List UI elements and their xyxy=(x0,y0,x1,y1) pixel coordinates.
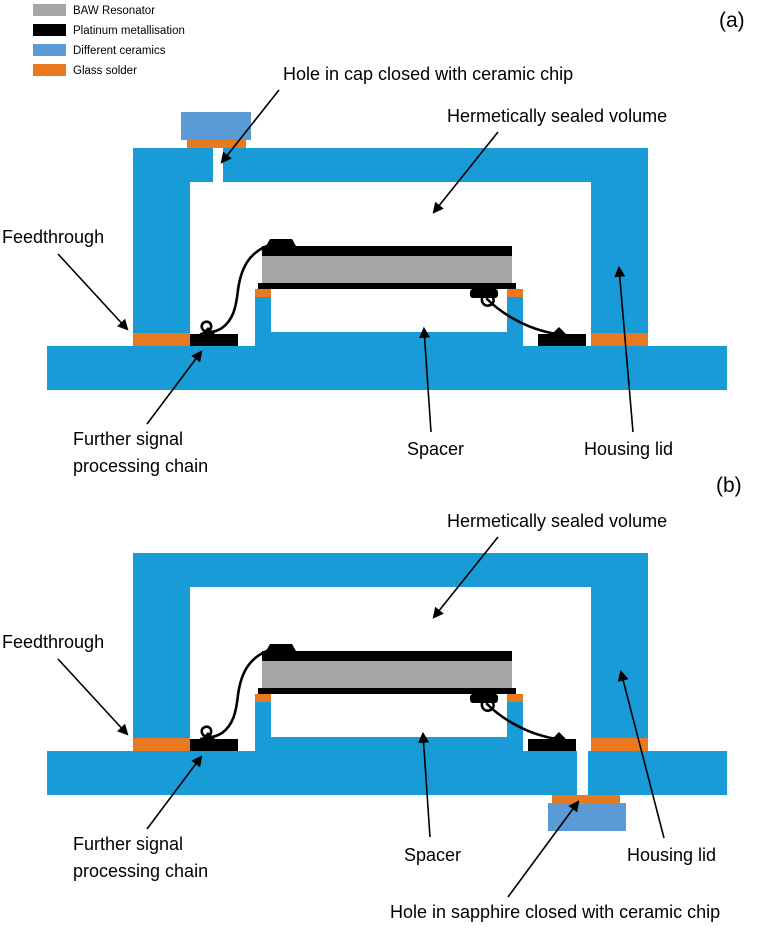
label-signal-chain-b: Further signal processing chain xyxy=(73,834,208,881)
ceramic-chip-a xyxy=(181,112,251,140)
spacer-solder-right-b xyxy=(507,694,523,702)
resonator-top-metal-b xyxy=(262,651,512,661)
panel-a-tag: (a) xyxy=(719,9,745,32)
panel-a: Hole in cap closed with ceramic chip Her… xyxy=(2,64,727,476)
label-signal-chain-line2-a: processing chain xyxy=(73,456,208,476)
legend-label-baw-resonator: BAW Resonator xyxy=(73,5,155,17)
wire-foot-right-a xyxy=(552,327,566,334)
resonator-top-metal-a xyxy=(262,246,512,256)
chip-solder-a xyxy=(187,140,246,148)
contact-pad-right-b xyxy=(528,739,576,751)
resonator-bottom-metal-b xyxy=(258,688,516,694)
arrow-housing-lid-a xyxy=(614,265,634,433)
label-sealed-volume-b: Hermetically sealed volume xyxy=(447,511,667,531)
legend-label-glass-solder: Glass solder xyxy=(73,65,137,77)
wire-foot-left-b xyxy=(201,732,215,739)
label-spacer-b: Spacer xyxy=(404,845,461,865)
contact-pad-left-a xyxy=(190,334,238,346)
label-feedthrough-a: Feedthrough xyxy=(2,227,104,247)
housing-lid-top-b xyxy=(133,553,648,587)
spacer-cavity-b xyxy=(271,702,507,737)
label-hole-in-sapphire-b: Hole in sapphire closed with ceramic chi… xyxy=(390,902,720,922)
panel-b-tag: (b) xyxy=(716,474,742,497)
spacer-cavity-a xyxy=(271,297,507,332)
housing-lid-right-wall-a xyxy=(591,182,648,333)
label-signal-chain-line1-b: Further signal xyxy=(73,834,183,854)
panel-b: Hermetically sealed volume Feedthrough F… xyxy=(2,511,727,922)
arrow-sealed-volume-b xyxy=(432,536,499,619)
legend: BAW Resonator Platinum metallisation Dif… xyxy=(33,4,185,77)
spacer-solder-right-a xyxy=(507,289,523,297)
housing-lid-left-wall-b xyxy=(133,587,190,738)
baw-resonator-a xyxy=(262,256,512,283)
contact-pad-right-a xyxy=(538,334,586,346)
arrow-spacer-a xyxy=(419,326,432,433)
cap-hole-a xyxy=(213,148,223,182)
arrow-feedthrough-a xyxy=(57,253,129,331)
label-signal-chain-line1-a: Further signal xyxy=(73,429,183,449)
legend-swatch-platinum-metallisation xyxy=(33,24,66,36)
label-signal-chain-line2-b: processing chain xyxy=(73,861,208,881)
contact-pad-left-b xyxy=(190,739,238,751)
solder-under-right-wall-a xyxy=(591,333,648,346)
arrow-sealed-volume-a xyxy=(432,131,499,214)
label-signal-chain-a: Further signal processing chain xyxy=(73,429,208,476)
solder-under-left-wall-b xyxy=(133,738,190,751)
base-substrate-b xyxy=(47,751,727,795)
base-substrate-a xyxy=(47,346,727,390)
legend-swatch-baw-resonator xyxy=(33,4,66,16)
arrow-hole-in-sapphire-b xyxy=(507,800,580,898)
legend-swatch-glass-solder xyxy=(33,64,66,76)
base-hole-b xyxy=(577,751,588,795)
solder-under-left-wall-a xyxy=(133,333,190,346)
housing-lid-left-wall-a xyxy=(133,182,190,333)
label-spacer-a: Spacer xyxy=(407,439,464,459)
label-hole-in-cap-a: Hole in cap closed with ceramic chip xyxy=(283,64,573,84)
housing-lid-top-a xyxy=(133,148,648,182)
label-sealed-volume-a: Hermetically sealed volume xyxy=(447,106,667,126)
resonator-bottom-metal-a xyxy=(258,283,516,289)
spacer-solder-left-a xyxy=(255,289,271,297)
label-housing-lid-b: Housing lid xyxy=(627,845,716,865)
baw-resonator-b xyxy=(262,661,512,688)
arrow-housing-lid-b xyxy=(617,669,665,839)
arrow-signal-chain-b xyxy=(146,755,203,830)
label-housing-lid-a: Housing lid xyxy=(584,439,673,459)
wire-foot-left-a xyxy=(201,327,215,334)
wire-foot-right-b xyxy=(552,732,566,739)
arrow-feedthrough-b xyxy=(57,658,129,736)
legend-label-platinum-metallisation: Platinum metallisation xyxy=(73,25,185,37)
legend-label-different-ceramics: Different ceramics xyxy=(73,45,166,57)
chip-solder-b xyxy=(552,795,620,803)
housing-lid-right-wall-b xyxy=(591,587,648,738)
arrow-spacer-b xyxy=(418,731,431,838)
solder-under-right-wall-b xyxy=(591,738,648,751)
label-feedthrough-b: Feedthrough xyxy=(2,632,104,652)
legend-swatch-different-ceramics xyxy=(33,44,66,56)
spacer-solder-left-b xyxy=(255,694,271,702)
arrow-signal-chain-a xyxy=(146,350,203,425)
arrow-hole-in-cap-a xyxy=(220,89,280,164)
